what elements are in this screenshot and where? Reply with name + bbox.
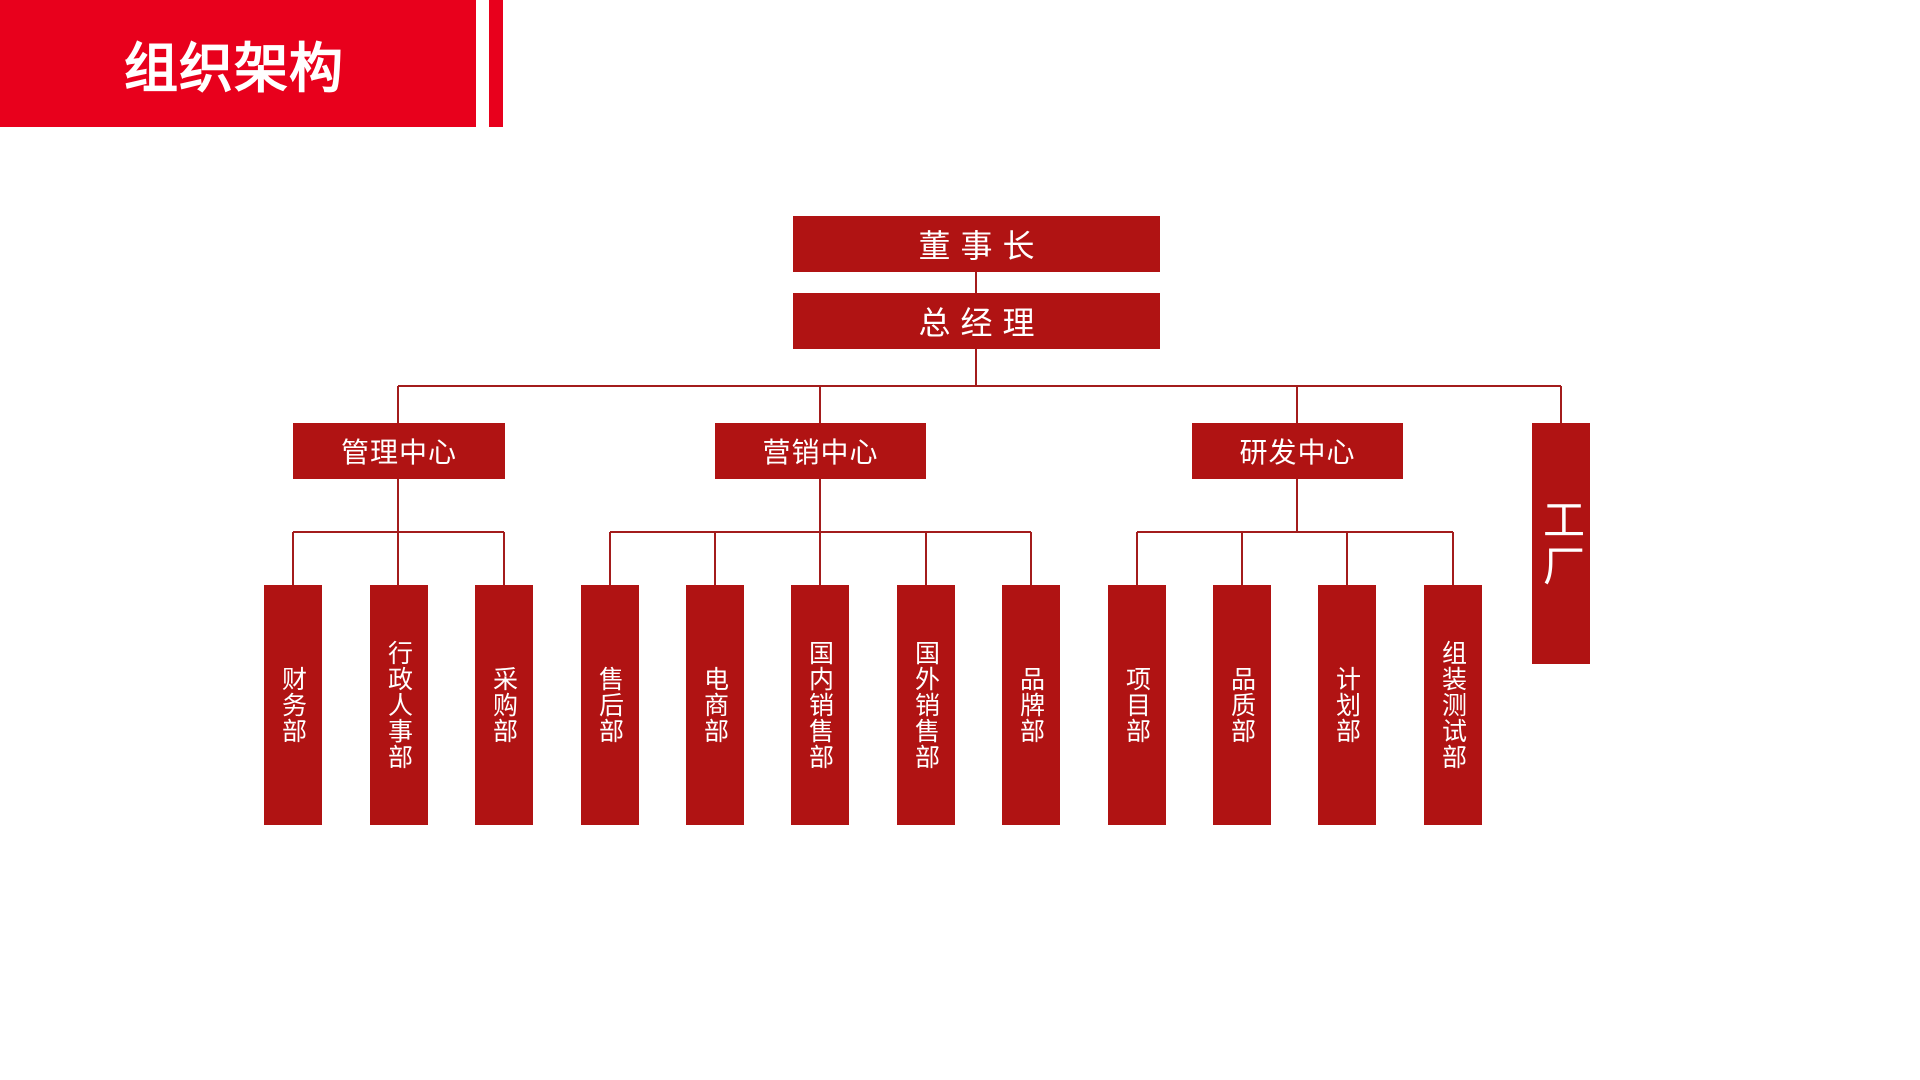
center-management-label: 管理中心 [340, 436, 457, 469]
center-marketing-label: 营销中心 [762, 436, 879, 469]
center-marketing-box: 营销中心 [715, 423, 926, 479]
center-rnd-box: 研发中心 [1192, 423, 1403, 479]
dept-domestic-sales-box: 国内销售部 [791, 585, 849, 825]
page-title: 组织架构 [124, 37, 344, 100]
title-banner: 组织架构 [0, 0, 476, 127]
dept-assembly-test-box: 组装测试部 [1424, 585, 1482, 825]
center-management-box: 管理中心 [293, 423, 505, 479]
dept-overseas-sales-box: 国外销售部 [897, 585, 955, 825]
dept-purchasing-label: 采购部 [489, 666, 519, 744]
dept-finance-label: 财务部 [278, 666, 308, 744]
dept-project-label: 项目部 [1122, 666, 1152, 744]
dept-quality-label: 品质部 [1227, 666, 1257, 744]
factory-box: 工厂 [1532, 423, 1590, 664]
dept-purchasing-box: 采购部 [475, 585, 533, 825]
dept-admin-hr-box: 行政人事部 [370, 585, 428, 825]
chairman-box: 董事长 [793, 216, 1160, 272]
factory-label: 工厂 [1536, 497, 1586, 590]
dept-assembly-test-label: 组装测试部 [1438, 640, 1468, 770]
dept-overseas-sales-label: 国外销售部 [911, 640, 941, 770]
general-manager-box: 总经理 [793, 293, 1160, 349]
dept-brand-box: 品牌部 [1002, 585, 1060, 825]
center-rnd-label: 研发中心 [1239, 436, 1356, 469]
general-manager-label: 总经理 [918, 304, 1045, 342]
dept-ecommerce-label: 电商部 [700, 666, 730, 744]
dept-planning-label: 计划部 [1332, 666, 1362, 744]
dept-after-sales-box: 售后部 [581, 585, 639, 825]
title-accent-stripe [489, 0, 503, 127]
dept-quality-box: 品质部 [1213, 585, 1271, 825]
dept-domestic-sales-label: 国内销售部 [805, 640, 835, 770]
dept-project-box: 项目部 [1108, 585, 1166, 825]
dept-admin-hr-label: 行政人事部 [384, 640, 414, 770]
dept-planning-box: 计划部 [1318, 585, 1376, 825]
dept-after-sales-label: 售后部 [595, 666, 625, 744]
dept-finance-box: 财务部 [264, 585, 322, 825]
chairman-label: 董事长 [918, 227, 1045, 265]
dept-brand-label: 品牌部 [1016, 666, 1046, 744]
dept-ecommerce-box: 电商部 [686, 585, 744, 825]
